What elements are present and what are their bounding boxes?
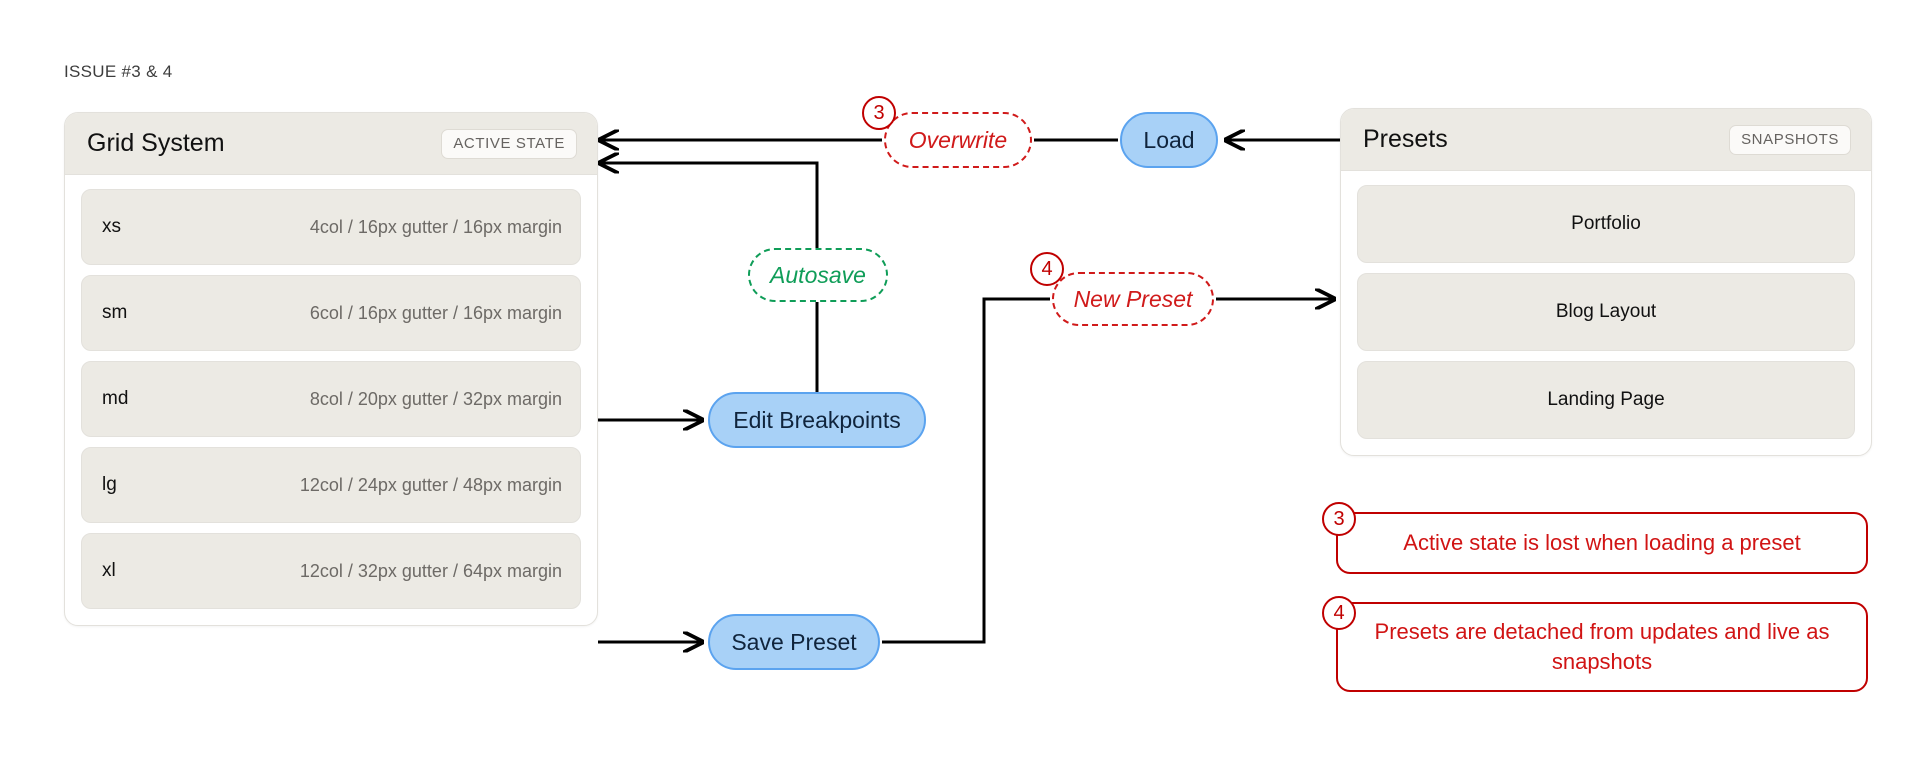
issue-caption: ISSUE #3 & 4 bbox=[64, 62, 173, 81]
preset-item[interactable]: Blog Layout bbox=[1357, 273, 1855, 351]
snapshots-badge: SNAPSHOTS bbox=[1729, 124, 1851, 155]
load-node[interactable]: Load bbox=[1120, 112, 1218, 168]
presets-header: Presets SNAPSHOTS bbox=[1341, 109, 1871, 171]
breakpoint-value: 8col / 20px gutter / 32px margin bbox=[309, 388, 562, 409]
breakpoint-row[interactable]: sm 6col / 16px gutter / 16px margin bbox=[81, 275, 581, 351]
breakpoint-value: 6col / 16px gutter / 16px margin bbox=[309, 302, 562, 323]
breakpoint-key: sm bbox=[102, 302, 128, 323]
preset-item[interactable]: Portfolio bbox=[1357, 185, 1855, 263]
edit-breakpoints-node[interactable]: Edit Breakpoints bbox=[708, 392, 926, 448]
presets-title: Presets bbox=[1363, 125, 1448, 153]
breakpoint-row[interactable]: md 8col / 20px gutter / 32px margin bbox=[81, 361, 581, 437]
autosave-node[interactable]: Autosave bbox=[748, 248, 888, 302]
edge-savepreset-to-newpreset bbox=[882, 297, 1050, 644]
grid-system-header: Grid System ACTIVE STATE bbox=[65, 113, 597, 175]
breakpoint-row[interactable]: xs 4col / 16px gutter / 16px margin bbox=[81, 189, 581, 265]
overwrite-node[interactable]: Overwrite bbox=[884, 112, 1032, 168]
breakpoint-row[interactable]: xl 12col / 32px gutter / 64px margin bbox=[81, 533, 581, 609]
breakpoint-key: xs bbox=[102, 216, 121, 237]
new-preset-node[interactable]: New Preset bbox=[1052, 272, 1214, 326]
presets-panel: Presets SNAPSHOTS Portfolio Blog Layout … bbox=[1340, 108, 1872, 456]
issue-marker-3-note: 3 bbox=[1322, 502, 1356, 536]
grid-system-body: xs 4col / 16px gutter / 16px margin sm 6… bbox=[65, 175, 597, 625]
breakpoint-value: 4col / 16px gutter / 16px margin bbox=[309, 216, 562, 237]
issue-note-3: Active state is lost when loading a pres… bbox=[1336, 512, 1868, 574]
presets-body: Portfolio Blog Layout Landing Page bbox=[1341, 171, 1871, 455]
grid-system-panel: Grid System ACTIVE STATE xs 4col / 16px … bbox=[64, 112, 598, 626]
preset-item[interactable]: Landing Page bbox=[1357, 361, 1855, 439]
issue-marker-3-flow: 3 bbox=[862, 96, 896, 130]
breakpoint-value: 12col / 32px gutter / 64px margin bbox=[299, 560, 562, 581]
issue-marker-4-flow: 4 bbox=[1030, 252, 1064, 286]
save-preset-node[interactable]: Save Preset bbox=[708, 614, 880, 670]
issue-marker-4-note: 4 bbox=[1322, 596, 1356, 630]
breakpoint-value: 12col / 24px gutter / 48px margin bbox=[299, 474, 562, 495]
active-state-badge: ACTIVE STATE bbox=[441, 128, 577, 159]
grid-system-title: Grid System bbox=[87, 129, 225, 157]
breakpoint-key: md bbox=[102, 388, 129, 409]
breakpoint-key: xl bbox=[102, 560, 116, 581]
breakpoint-key: lg bbox=[102, 474, 117, 495]
breakpoint-row[interactable]: lg 12col / 24px gutter / 48px margin bbox=[81, 447, 581, 523]
edge-autosave-to-grid bbox=[600, 163, 819, 248]
issue-note-4: Presets are detached from updates and li… bbox=[1336, 602, 1868, 692]
